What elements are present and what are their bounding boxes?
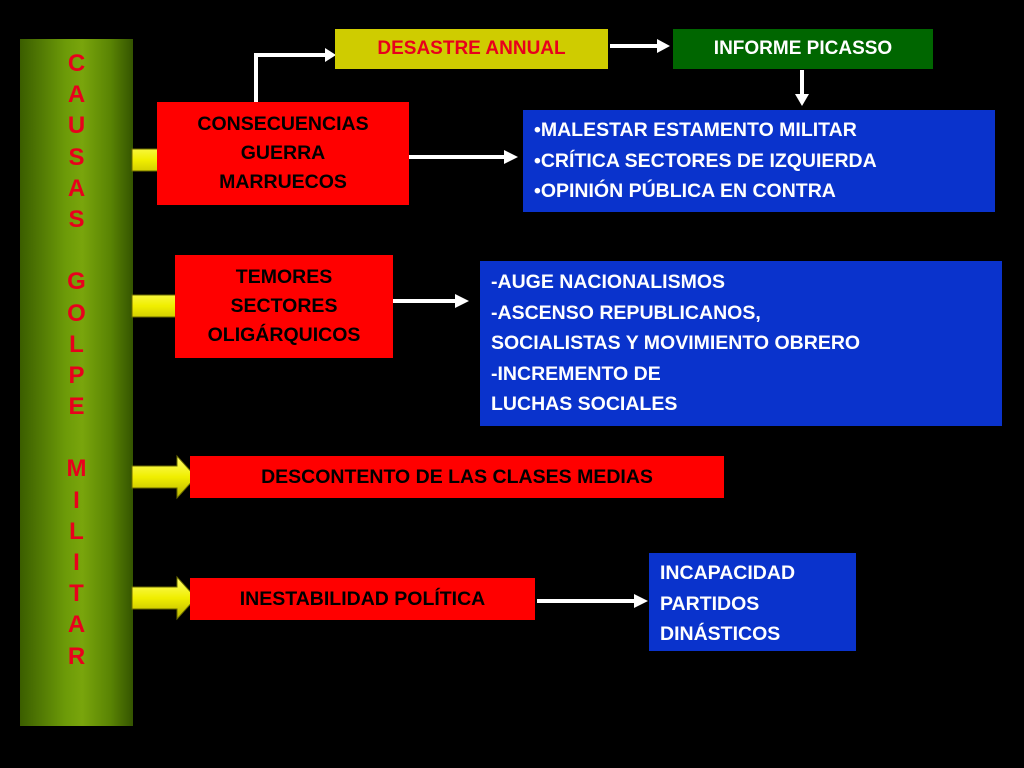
auge-line: LUCHAS SOCIALES <box>491 393 678 415</box>
desastre-label: DESASTRE ANNUAL <box>377 38 566 59</box>
side-letter: G <box>67 268 86 296</box>
auge-line: -ASCENSO REPUBLICANOS, <box>491 301 761 324</box>
side-letter: O <box>67 299 86 327</box>
side-letter: T <box>69 580 84 608</box>
side-letter: R <box>67 642 86 670</box>
side-letter: A <box>67 611 86 639</box>
informe-box: INFORME PICASSO <box>673 29 933 69</box>
side-letter: E <box>68 393 85 421</box>
consecuencias-line: CONSECUENCIAS <box>197 113 369 135</box>
auge-box: -AUGE NACIONALISMOS -ASCENSO REPUBLICANO… <box>480 261 1002 426</box>
yellow-arrow-icon <box>131 454 197 500</box>
malestar-box: •MALESTAR ESTAMENTO MILITAR •CRÍTICA SEC… <box>523 110 995 212</box>
malestar-line: •MALESTAR ESTAMENTO MILITAR <box>534 119 857 141</box>
inestabilidad-label: INESTABILIDAD POLÍTICA <box>239 587 486 610</box>
incapacidad-line: DINÁSTICOS <box>660 623 781 645</box>
temores-line: TEMORES <box>235 266 333 288</box>
side-letter: A <box>67 174 86 202</box>
temores-line: OLIGÁRQUICOS <box>207 324 361 346</box>
incapacidad-line: INCAPACIDAD <box>660 562 796 584</box>
desastre-box: DESASTRE ANNUAL <box>335 29 608 69</box>
auge-line: -INCREMENTO DE <box>491 362 661 385</box>
side-letter: L <box>69 330 84 358</box>
consecuencias-line: GUERRA <box>240 142 326 164</box>
auge-line: SOCIALISTAS Y MOVIMIENTO OBRERO <box>491 332 861 354</box>
temores-line: SECTORES <box>230 295 338 317</box>
inestabilidad-box: INESTABILIDAD POLÍTICA <box>190 578 535 620</box>
side-letter: I <box>73 486 80 514</box>
incapacidad-line: PARTIDOS <box>660 592 760 615</box>
arrowhead-icon <box>634 594 648 608</box>
side-letter: L <box>69 517 84 545</box>
descontento-box: DESCONTENTO DE LAS CLASES MEDIAS <box>190 456 724 498</box>
side-letter: U <box>67 112 86 140</box>
malestar-line: •CRÍTICA SECTORES DE IZQUIERDA <box>534 149 877 172</box>
side-bar <box>20 39 133 726</box>
auge-line: -AUGE NACIONALISMOS <box>491 271 725 293</box>
arrowhead-icon <box>325 48 336 62</box>
side-letter: I <box>73 549 80 576</box>
side-letter: C <box>67 50 86 77</box>
connector-line <box>254 53 327 102</box>
arrowhead-icon <box>657 39 670 53</box>
yellow-arrow-icon <box>131 575 197 621</box>
arrowhead-icon <box>795 94 809 106</box>
side-letter: M <box>66 455 87 483</box>
malestar-line: •OPINIÓN PÚBLICA EN CONTRA <box>534 180 836 202</box>
side-letter: P <box>68 361 85 389</box>
temores-box: TEMORES SECTORES OLIGÁRQUICOS <box>175 255 393 358</box>
consecuencias-line: MARRUECOS <box>219 171 347 193</box>
arrowhead-icon <box>504 150 518 164</box>
incapacidad-box: INCAPACIDAD PARTIDOS DINÁSTICOS <box>649 553 856 651</box>
descontento-label: DESCONTENTO DE LAS CLASES MEDIAS <box>261 465 653 488</box>
side-letter: S <box>68 205 85 233</box>
side-letter: A <box>67 81 86 109</box>
side-title: C A U S A S G O L P E M I L I T A R <box>20 48 133 672</box>
side-letter: S <box>68 143 85 171</box>
arrowhead-icon <box>455 294 469 308</box>
consecuencias-box: CONSECUENCIAS GUERRA MARRUECOS <box>157 102 409 205</box>
informe-label: INFORME PICASSO <box>713 38 893 59</box>
